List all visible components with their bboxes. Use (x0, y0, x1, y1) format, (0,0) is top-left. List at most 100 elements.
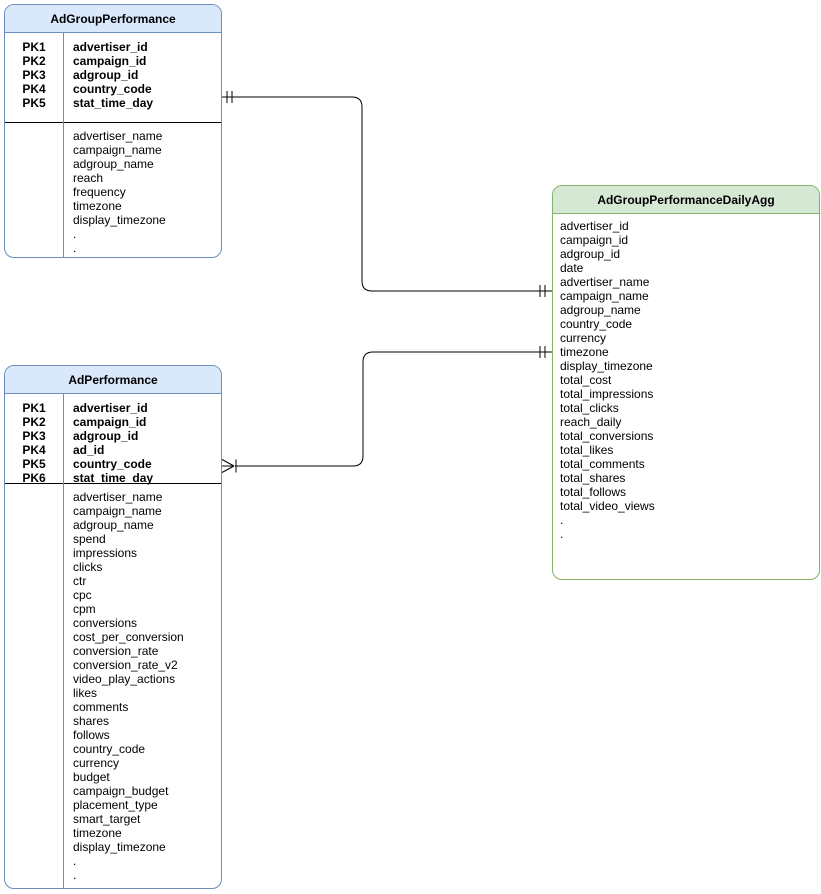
field-name: likes (73, 686, 98, 700)
field-name: advertiser_name (560, 275, 650, 289)
field-name: total_shares (560, 471, 626, 485)
pk-field-name: advertiser_id (73, 401, 148, 415)
entity-adgroupperformancedailyagg[interactable]: AdGroupPerformanceDailyAgg advertiser_id… (552, 185, 820, 580)
field-name: display_timezone (73, 213, 166, 227)
field-name: conversions (73, 616, 138, 630)
field-name: campaign_id (560, 233, 629, 247)
entity-title: AdGroupPerformanceDailyAgg (553, 186, 819, 214)
field-name: total_video_views (560, 499, 655, 513)
empty-key-section (5, 484, 63, 888)
field-name: budget (73, 770, 110, 784)
field-name: total_impressions (560, 387, 654, 401)
pk-field-name: stat_time_day (73, 471, 154, 485)
pk-key-label: PK5 (22, 457, 46, 471)
field-name: conversion_rate_v2 (73, 658, 178, 672)
cardinality-one-and-only-one-icon (539, 346, 546, 358)
field-name: shares (73, 714, 110, 728)
pk-key-label: PK1 (22, 401, 46, 415)
field-name: ctr (73, 574, 87, 588)
field-name: . (560, 527, 564, 541)
pk-field-name: adgroup_id (73, 429, 139, 443)
field-name: adgroup_name (73, 157, 154, 171)
entity-title: AdGroupPerformance (5, 5, 221, 33)
relationship-path[interactable] (222, 96, 552, 292)
relationship-line-adgroupperformance-dailyagg[interactable] (222, 91, 552, 297)
field-name: timezone (73, 199, 122, 213)
field-name: placement_type (73, 798, 158, 812)
field-name: currency (73, 756, 120, 770)
pk-key-label: PK4 (22, 82, 46, 96)
field-name: display_timezone (73, 840, 166, 854)
field-name: impressions (73, 546, 138, 560)
pk-field-name: campaign_id (73, 415, 147, 429)
pk-key-label: PK4 (22, 443, 46, 457)
pk-field-name: stat_time_day (73, 96, 154, 110)
pk-key-label: PK2 (22, 54, 46, 68)
field-name: timezone (73, 826, 122, 840)
field-name: . (560, 513, 564, 527)
pk-key-label: PK1 (22, 40, 46, 54)
field-name: country_code (73, 742, 146, 756)
field-name: total_follows (560, 485, 627, 499)
pk-key-label: PK2 (22, 415, 46, 429)
field-name: advertiser_name (73, 490, 163, 504)
field-name: . (73, 868, 77, 882)
field-name: adgroup_name (73, 518, 154, 532)
field-name: conversion_rate (73, 644, 159, 658)
relationship-path[interactable] (235, 351, 552, 467)
empty-key-section (5, 123, 63, 257)
field-name: clicks (73, 560, 103, 574)
field-name: spend (73, 532, 106, 546)
cardinality-one-and-only-one-icon (226, 91, 233, 103)
field-name: total_comments (560, 457, 645, 471)
pk-field-name: advertiser_id (73, 40, 148, 54)
field-name: currency (560, 331, 607, 345)
field-name: frequency (73, 185, 126, 199)
pk-key-label: PK3 (22, 68, 46, 82)
field-name: adgroup_name (560, 303, 641, 317)
pk-field-name: country_code (73, 82, 152, 96)
cardinality-many-crowfoot-icon (221, 459, 237, 473)
field-name: advertiser_name (73, 129, 163, 143)
field-name: total_clicks (560, 401, 619, 415)
relationship-line-adperformance-dailyagg[interactable] (221, 346, 552, 473)
pk-key-label: PK3 (22, 429, 46, 443)
field-name: total_likes (560, 443, 614, 457)
field-name: total_cost (560, 373, 612, 387)
field-name: . (73, 241, 77, 255)
field-name: comments (73, 700, 129, 714)
field-name: adgroup_id (560, 247, 621, 261)
pk-field-name: campaign_id (73, 54, 147, 68)
pk-field-name: ad_id (73, 443, 105, 457)
field-name: cpc (73, 588, 92, 602)
field-name: timezone (560, 345, 609, 359)
field-name: campaign_name (560, 289, 649, 303)
field-name: video_play_actions (73, 672, 176, 686)
field-name: reach (73, 171, 104, 185)
field-name: reach_daily (560, 415, 622, 429)
field-name: campaign_name (73, 143, 162, 157)
field-name: cost_per_conversion (73, 630, 184, 644)
field-name: follows (73, 728, 110, 742)
field-name: cpm (73, 602, 96, 616)
cardinality-one-and-only-one-icon (539, 285, 546, 297)
pk-key-label: PK6 (22, 471, 46, 485)
pk-field-name: adgroup_id (73, 68, 139, 82)
